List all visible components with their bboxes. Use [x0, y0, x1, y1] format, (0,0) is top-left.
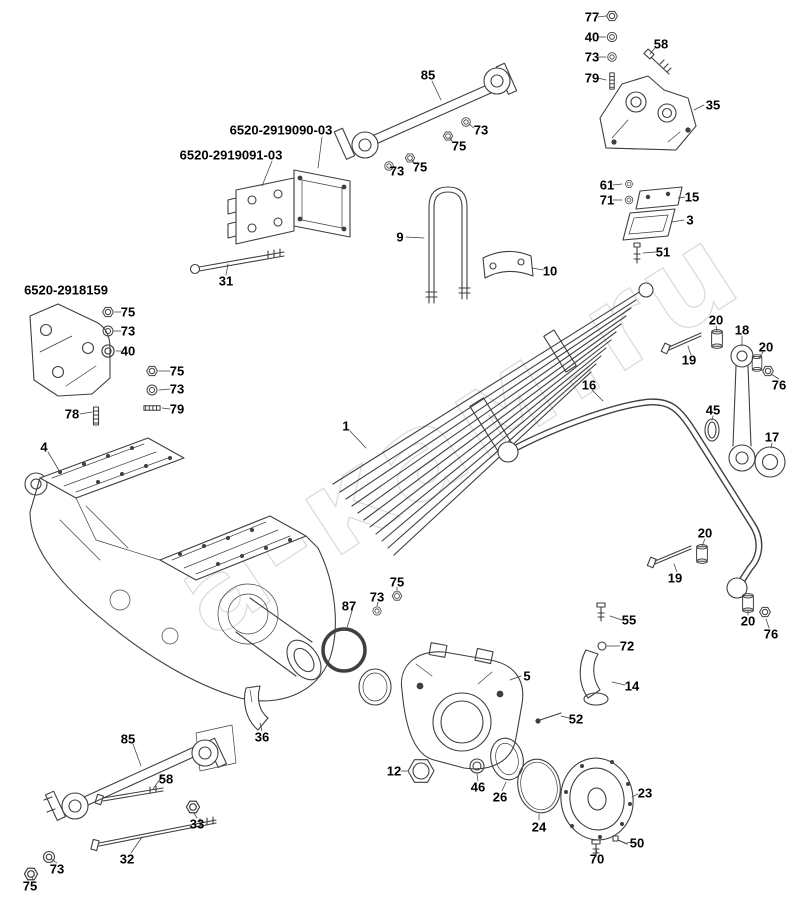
part-callout: 73: [473, 122, 489, 138]
part-callout: 52: [568, 711, 584, 727]
part-callout: 70: [589, 851, 605, 867]
pin-52-drawing: [535, 712, 562, 724]
part-callout: 23: [637, 785, 653, 801]
parts-61-71-15-3-51-drawing: [622, 180, 683, 264]
part-callout: 20: [697, 525, 713, 541]
part-callout: 14: [624, 678, 640, 694]
part-callout: 72: [619, 638, 635, 654]
part-callout: 33: [189, 816, 205, 832]
part-callout: 75: [389, 574, 405, 590]
brackets-6520-2919090-drawing: [227, 169, 351, 245]
part-callout: 31: [218, 273, 234, 289]
part-callout: 75: [120, 304, 136, 320]
part-callout: 73: [584, 49, 600, 65]
part-callout: 32: [119, 851, 135, 867]
part-callout: 77: [584, 9, 600, 25]
torque-rod-top-drawing: [333, 62, 518, 171]
part-number-label: 6520-2919091-03: [179, 147, 283, 163]
part-callout: 24: [531, 819, 547, 835]
bolt-58-top-drawing: [643, 48, 672, 75]
part-callout: 71: [599, 192, 615, 208]
part-callout: 85: [120, 731, 136, 747]
part-callout: 75: [451, 138, 467, 154]
part-callout: 75: [22, 878, 38, 894]
part-number-label: 6520-2919090-03: [229, 122, 333, 138]
part-callout: 15: [684, 189, 700, 205]
torque-rod-bottom-drawing: [43, 724, 237, 821]
part-callout: 78: [64, 406, 80, 422]
part-callout: 18: [734, 322, 750, 338]
part-callout: 61: [599, 177, 615, 193]
stabilizer-mount-hardware-drawing: [646, 544, 771, 618]
ring-87-drawing: [321, 591, 403, 706]
part-callout: 76: [763, 626, 779, 642]
part-callout: 45: [705, 402, 721, 418]
part-callout: 5: [523, 668, 531, 684]
leader-lines: [31, 15, 780, 881]
clamp-10-drawing: [482, 250, 534, 279]
part-callout: 4: [40, 439, 48, 455]
part-callout: 40: [584, 29, 600, 45]
stabilizer-bar-drawing: [497, 398, 763, 599]
part-callout: 73: [369, 589, 385, 605]
part-callout: 40: [120, 343, 136, 359]
part-callout: 51: [655, 244, 671, 260]
part-callout: 79: [584, 70, 600, 86]
part-callout: 73: [389, 163, 405, 179]
part-callout: 20: [740, 613, 756, 629]
bracket-35-drawing: [599, 75, 697, 151]
part-callout: 20: [708, 312, 724, 328]
part-callout: 19: [667, 570, 683, 586]
part-callout: 58: [653, 36, 669, 52]
hub-housing-drawing: [400, 642, 524, 770]
part-callout: 87: [341, 598, 357, 614]
part-callout: 55: [621, 612, 637, 628]
part-callout: 73: [120, 323, 136, 339]
part-callout: 10: [542, 263, 558, 279]
axle-housing-drawing: [24, 437, 336, 702]
part-callout: 46: [470, 779, 486, 795]
bottom-left-hardware-drawing: [23, 785, 217, 881]
part-callout: 85: [420, 67, 436, 83]
part-callout: 19: [681, 352, 697, 368]
stabilizer-link-drawing: [660, 329, 786, 478]
part-callout: 36: [254, 729, 270, 745]
fork-36-drawing: [243, 685, 269, 731]
part-callout: 3: [686, 212, 694, 228]
part-callout: 20: [758, 339, 774, 355]
part-callout: 75: [169, 363, 185, 379]
part-callout: 12: [386, 763, 402, 779]
part-callout: 1: [342, 418, 350, 434]
part-callout: 17: [764, 429, 780, 445]
part-callout: 73: [169, 381, 185, 397]
part-callout: 79: [169, 401, 185, 417]
part-callout: 16: [581, 377, 597, 393]
part-callout: 73: [49, 861, 65, 877]
u-bolt-9-drawing: [425, 186, 471, 304]
part-callout: 26: [492, 789, 508, 805]
part-callout: 75: [412, 159, 428, 175]
part-callout: 76: [771, 377, 787, 393]
part-callout: 9: [396, 229, 404, 245]
part-callout: 58: [158, 771, 174, 787]
part-callout: 50: [629, 835, 645, 851]
bolt-31-drawing: [189, 248, 285, 275]
fork-14-drawing: [579, 602, 609, 706]
part-callout: 35: [705, 97, 721, 113]
part-number-label: 6520-2918159: [24, 282, 108, 298]
bracket-2918159-drawing: [29, 303, 111, 397]
hub-cover-parts-drawing: [407, 737, 634, 857]
